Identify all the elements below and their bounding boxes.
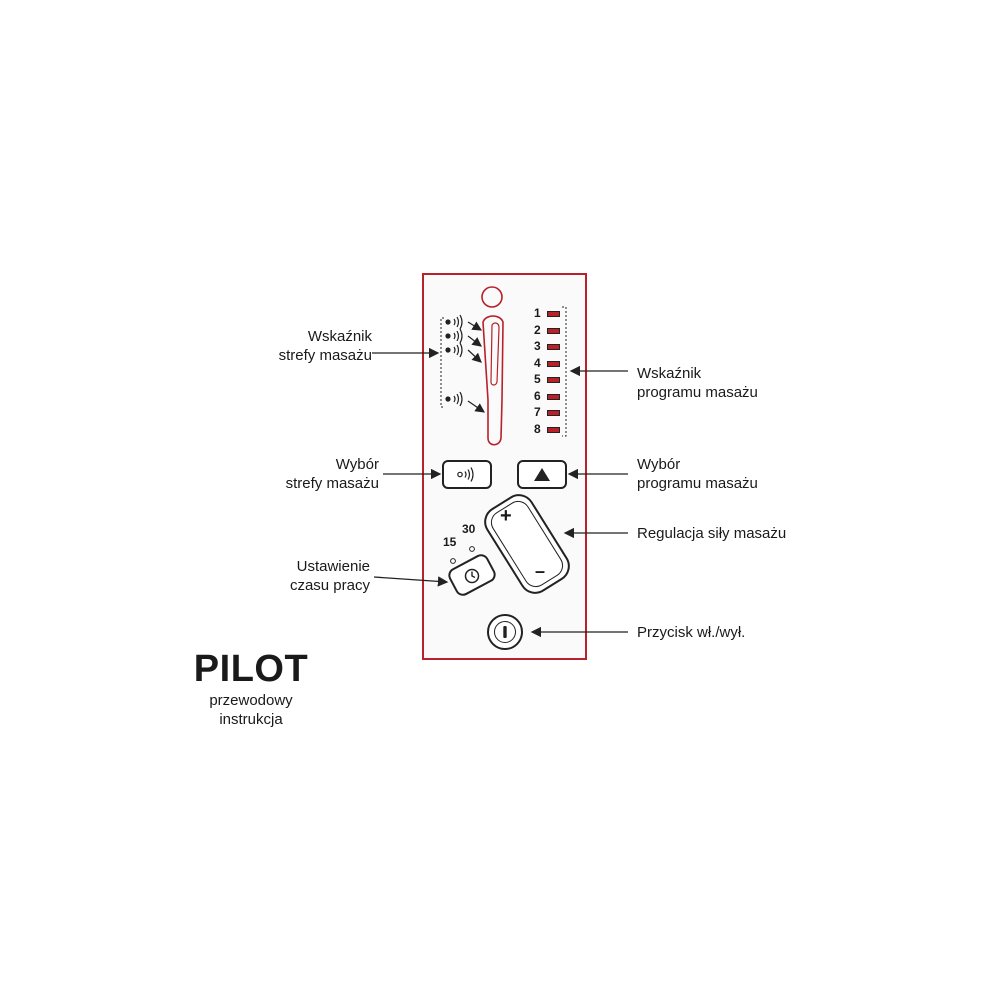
program-number: 7 xyxy=(534,405,541,419)
program-led xyxy=(547,311,560,317)
program-led xyxy=(547,427,560,433)
program-number: 1 xyxy=(534,306,541,320)
program-number: 4 xyxy=(534,356,541,370)
program-number: 3 xyxy=(534,339,541,353)
program-led xyxy=(547,377,560,383)
vibration-waves-icon xyxy=(457,467,474,482)
program-led xyxy=(547,361,560,367)
program-led xyxy=(547,344,560,350)
label-program-select: Wybór programu masażu xyxy=(637,456,758,492)
program-led xyxy=(547,410,560,416)
program-number: 2 xyxy=(534,323,541,337)
intensity-minus-sign[interactable]: – xyxy=(535,561,546,581)
power-button[interactable] xyxy=(487,614,523,650)
label-power: Przycisk wł./wył. xyxy=(637,624,746,641)
program-number: 6 xyxy=(534,389,541,403)
program-led xyxy=(547,328,560,334)
triangle-up-icon xyxy=(534,468,550,481)
clock-icon xyxy=(464,568,480,584)
label-timer: Ustawienie czasu pracy xyxy=(289,558,370,594)
label-zone-indicator: Wskaźnik strefy masażu xyxy=(278,328,372,364)
timer-value-15: 15 xyxy=(443,535,457,549)
program-number: 8 xyxy=(534,422,541,436)
program-led xyxy=(547,394,560,400)
label-intensity: Regulacja siły masażu xyxy=(637,525,787,542)
subtitle-line-2: instrukcja xyxy=(219,711,283,728)
zone-select-button[interactable] xyxy=(442,460,492,489)
label-zone-select: Wybór strefy masażu xyxy=(285,456,379,492)
power-icon xyxy=(503,626,507,638)
subtitle-line-1: przewodowy xyxy=(209,692,293,709)
intensity-plus-sign[interactable]: + xyxy=(500,505,512,527)
label-program-indicator: Wskaźnik programu masażu xyxy=(637,365,758,401)
program-select-button[interactable] xyxy=(517,460,567,489)
program-number: 5 xyxy=(534,372,541,386)
timer-value-30: 30 xyxy=(462,522,476,536)
page-title: PILOT xyxy=(193,648,309,690)
